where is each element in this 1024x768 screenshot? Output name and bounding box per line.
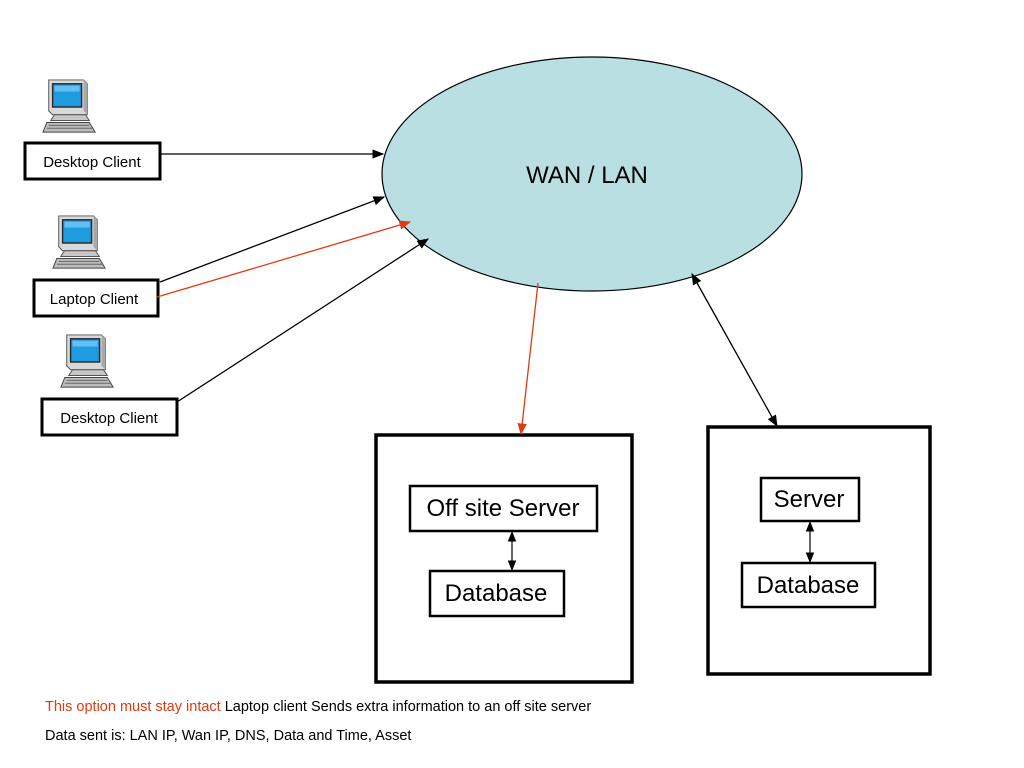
offsite-panel [374,433,634,684]
client-label-desktop-1: Desktop Client [43,154,141,171]
desktop-computer-icon [60,334,114,388]
arrow-network-local-server [691,272,778,428]
client-box-desktop-1 [23,141,162,181]
note-line-2: Data sent is: LAN IP, Wan IP, DNS, Data … [45,728,412,744]
desktop-computer-icon [42,79,96,133]
note-highlight: This option must stay intact [45,699,221,715]
note-line-1: This option must stay intact Laptop clie… [45,699,591,715]
local-database-label: Database [757,572,860,599]
client-label-desktop-2: Desktop Client [60,410,158,427]
client-box-desktop-2 [40,397,179,437]
arrow-laptop-to-network-highlight [156,220,412,298]
arrow-network-to-offsite [517,282,539,436]
arrow-desktop-2-to-network [176,238,429,403]
offsite-server-label: Off site Server [427,495,580,522]
offsite-database-label: Database [445,580,548,607]
offsite-server-box [408,484,599,533]
client-label-laptop: Laptop Client [50,291,139,308]
arrow-laptop-to-network [159,196,386,283]
local-server-label: Server [774,486,845,513]
wan-lan-network [381,56,803,292]
offsite-database-box [428,569,566,618]
client-box-laptop [32,278,160,318]
wan-lan-label: WAN / LAN [526,162,648,189]
note-line-1-text: Laptop client Sends extra information to… [220,699,592,715]
local-database-box [740,561,877,609]
local-server-box [759,476,861,523]
laptop-computer-icon [52,215,106,269]
local-panel [706,425,932,676]
